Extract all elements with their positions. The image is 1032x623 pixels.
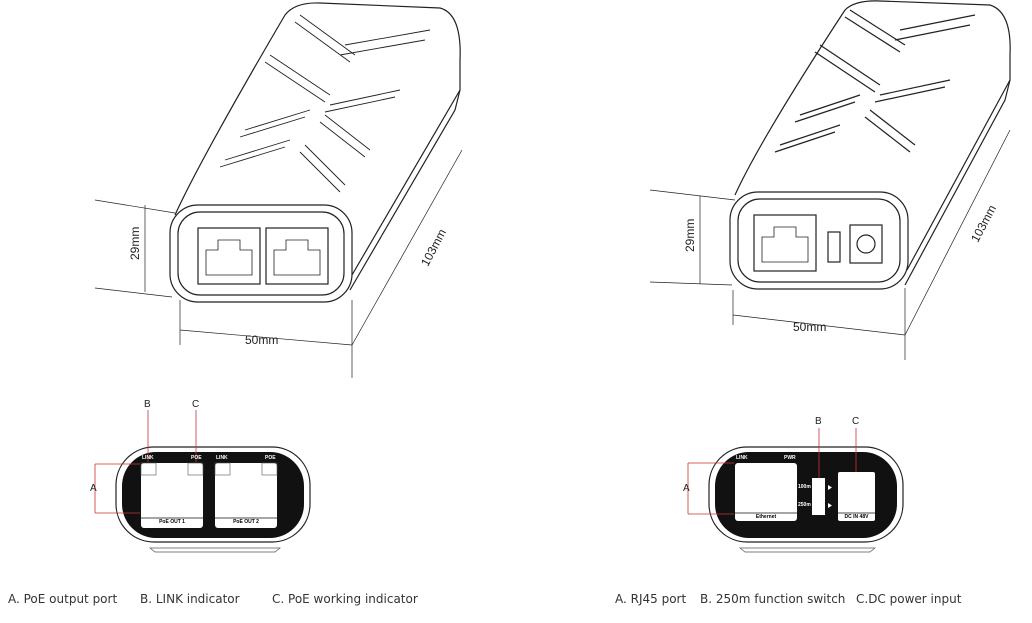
- ethernet-label: Ethernet: [755, 514, 777, 520]
- left-device-3d: [169, 2, 461, 303]
- left-dimension-lines: [94, 149, 463, 378]
- link-label: LINK: [736, 455, 748, 461]
- left-rj45-port-2: [265, 227, 329, 285]
- left-front-panel: [94, 410, 311, 553]
- switch-100m-label: 100m: [798, 484, 811, 490]
- right-dimension-lines: [649, 129, 1011, 360]
- left-callout-b: B: [144, 399, 151, 410]
- left-front-face: [169, 204, 353, 303]
- right-device-3d: [729, 0, 1011, 290]
- link-label-2: LINK: [216, 455, 228, 461]
- left-width-dimension: 50mm: [245, 333, 279, 347]
- left-callout-a: A: [90, 483, 97, 494]
- caption-b-left: B. LINK indicator: [140, 592, 240, 606]
- right-front-face: [729, 191, 909, 290]
- left-callout-c: C: [192, 399, 200, 410]
- right-switch: [827, 231, 841, 263]
- port-label-2: PoE OUT 2: [233, 519, 259, 525]
- dc-in-label: DC IN 48V: [844, 514, 869, 520]
- caption-c-right: C.DC power input: [856, 592, 962, 606]
- port-label-1: PoE OUT 1: [159, 519, 185, 525]
- right-dc-jack: [849, 224, 883, 264]
- distance-switch: [812, 478, 825, 515]
- right-rj45-port: [753, 214, 817, 272]
- poe-label-2: POE: [265, 455, 276, 461]
- right-width-dimension: 50mm: [793, 320, 827, 334]
- left-height-dimension: 29mm: [128, 226, 142, 260]
- poe-out-1-port: [141, 463, 203, 528]
- link-label-1: LINK: [142, 455, 154, 461]
- caption-a-left: A. PoE output port: [8, 592, 118, 606]
- left-rj45-port-1: [197, 227, 261, 285]
- right-callout-b: B: [815, 416, 822, 427]
- right-front-panel: [687, 428, 904, 553]
- right-height-dimension: 29mm: [683, 218, 697, 252]
- pwr-label: PWR: [784, 455, 796, 461]
- right-callout-c: C: [852, 416, 860, 427]
- dc-input-port: [838, 472, 875, 521]
- switch-250m-label: 250m: [798, 502, 811, 508]
- poe-label-1: POE: [191, 455, 202, 461]
- caption-a-right: A. RJ45 port: [615, 592, 687, 606]
- poe-out-2-port: [215, 463, 277, 528]
- caption-b-right: B. 250m function switch: [700, 592, 846, 606]
- ethernet-port: [735, 463, 797, 521]
- caption-c-left: C. PoE working indicator: [272, 592, 418, 606]
- right-callout-a: A: [683, 483, 690, 494]
